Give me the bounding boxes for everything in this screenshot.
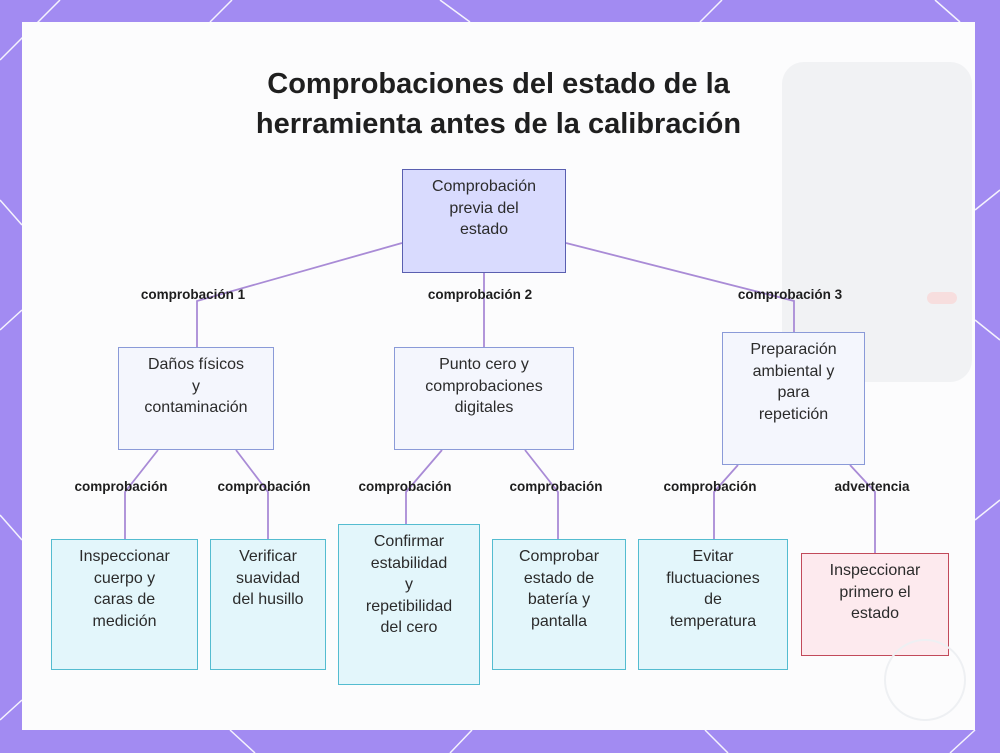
node-branch-3: Preparación ambiental y para repetición — [722, 332, 865, 465]
node-leaf-4: Comprobar estado de batería y pantalla — [492, 539, 626, 670]
edge-label-leaf-5: comprobación — [663, 479, 756, 494]
node-branch-2-line: digitales — [425, 397, 542, 419]
edge-branch-1-leaf-1 — [125, 450, 158, 539]
node-leaf-4-line: Comprobar — [519, 546, 599, 568]
node-leaf-5-line: de — [666, 589, 759, 611]
node-leaf-2-line: del husillo — [232, 589, 303, 611]
edge-label-leaf-6: advertencia — [834, 479, 909, 494]
edge-label-leaf-1: comprobación — [74, 479, 167, 494]
edge-label-leaf-4: comprobación — [509, 479, 602, 494]
node-leaf-4-line: pantalla — [519, 611, 599, 633]
edge-label-branch-2: comprobación 2 — [428, 287, 532, 302]
node-leaf-5-line: temperatura — [666, 611, 759, 633]
node-branch-2-line: comprobaciones — [425, 376, 542, 398]
node-leaf-1-line: caras de — [79, 589, 170, 611]
node-branch-3-line: para — [750, 382, 836, 404]
node-leaf-4-line: estado de — [519, 568, 599, 590]
node-leaf-5: Evitar fluctuaciones de temperatura — [638, 539, 788, 670]
node-branch-1-line: Daños físicos — [144, 354, 247, 376]
node-leaf-1-line: cuerpo y — [79, 568, 170, 590]
edge-branch-3-leaf-5 — [714, 465, 738, 539]
node-root-line: previa del — [432, 198, 536, 220]
node-leaf-5-line: Evitar — [666, 546, 759, 568]
node-leaf-3-line: repetibilidad — [366, 596, 452, 618]
node-leaf-3: Confirmar estabilidad y repetibilidad de… — [338, 524, 480, 685]
node-leaf-6-line: primero el — [830, 582, 921, 604]
node-leaf-1-line: Inspeccionar — [79, 546, 170, 568]
node-root: Comprobación previa del estado — [402, 169, 566, 273]
node-leaf-6-line: Inspeccionar — [830, 560, 921, 582]
node-leaf-3-line: estabilidad — [366, 553, 452, 575]
node-leaf-1: Inspeccionar cuerpo y caras de medición — [51, 539, 198, 670]
node-root-line: estado — [432, 219, 536, 241]
edge-label-branch-1: comprobación 1 — [141, 287, 245, 302]
node-leaf-5-line: fluctuaciones — [666, 568, 759, 590]
node-leaf-2-line: suavidad — [232, 568, 303, 590]
edge-label-branch-3: comprobación 3 — [738, 287, 842, 302]
node-leaf-4-line: batería y — [519, 589, 599, 611]
edge-label-leaf-3: comprobación — [358, 479, 451, 494]
node-leaf-6-line: estado — [830, 603, 921, 625]
node-branch-3-line: repetición — [750, 404, 836, 426]
node-branch-1: Daños físicos y contaminación — [118, 347, 274, 450]
edge-branch-1-leaf-2 — [236, 450, 268, 539]
node-leaf-3-line: del cero — [366, 617, 452, 639]
node-leaf-1-line: medición — [79, 611, 170, 633]
edge-label-leaf-2: comprobación — [217, 479, 310, 494]
node-branch-3-line: Preparación — [750, 339, 836, 361]
node-branch-2: Punto cero y comprobaciones digitales — [394, 347, 574, 450]
watermark-badge-icon — [884, 639, 966, 721]
node-branch-1-line: y — [144, 376, 247, 398]
node-leaf-2: Verificar suavidad del husillo — [210, 539, 326, 670]
node-branch-2-line: Punto cero y — [425, 354, 542, 376]
node-branch-3-line: ambiental y — [750, 361, 836, 383]
node-branch-1-line: contaminación — [144, 397, 247, 419]
diagram-card: Comprobaciones del estado de la herramie… — [22, 22, 975, 730]
node-root-line: Comprobación — [432, 176, 536, 198]
node-leaf-3-line: y — [366, 574, 452, 596]
node-leaf-3-line: Confirmar — [366, 531, 452, 553]
edge-branch-2-leaf-4 — [525, 450, 558, 539]
node-leaf-2-line: Verificar — [232, 546, 303, 568]
